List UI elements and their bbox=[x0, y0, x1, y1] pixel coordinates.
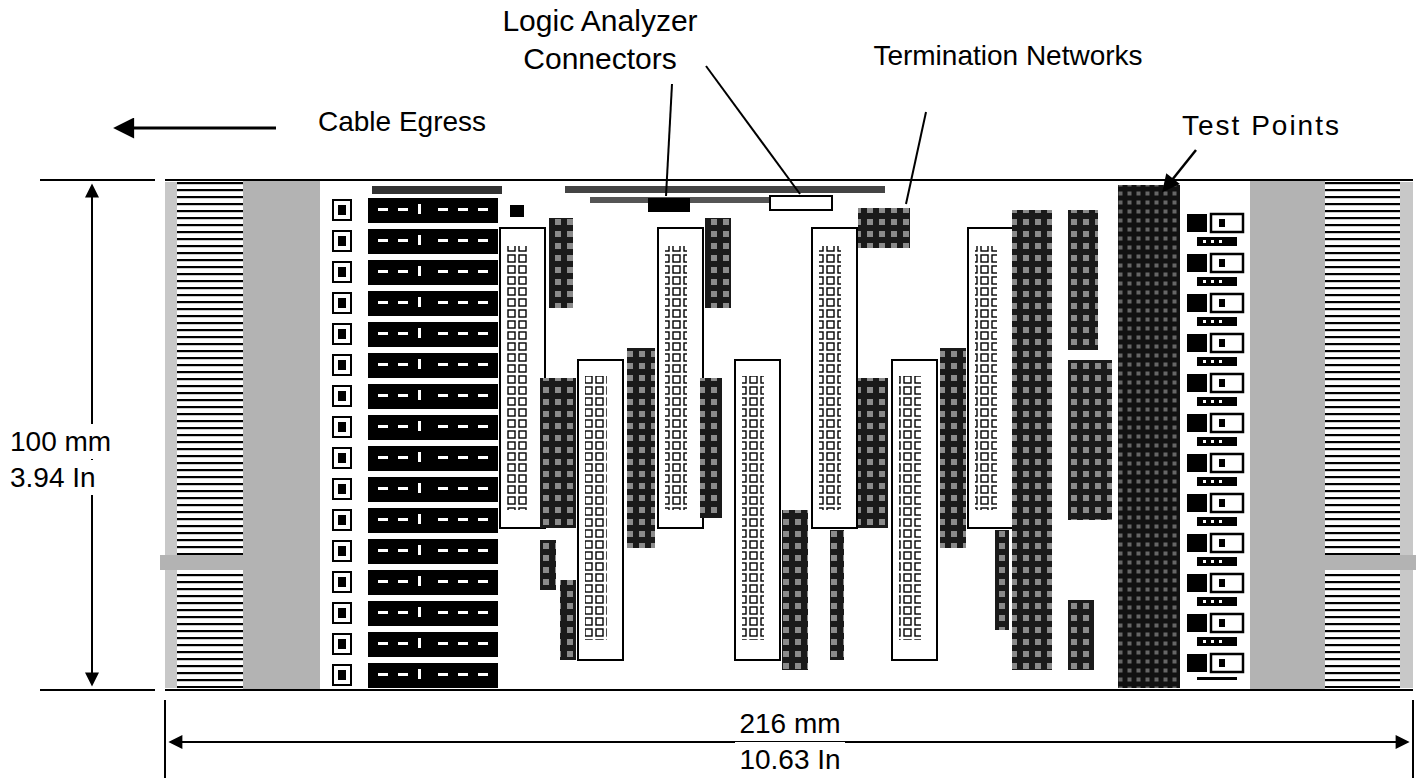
egress-arrow bbox=[132, 127, 276, 130]
pin-header bbox=[540, 208, 1112, 670]
silkscreen bbox=[372, 186, 502, 194]
cable-edge bbox=[1400, 182, 1413, 688]
stiffener-bar bbox=[1250, 180, 1325, 690]
callout-label: Test Points bbox=[1182, 108, 1341, 143]
connector-pad bbox=[648, 198, 690, 212]
cable-edge bbox=[165, 182, 177, 688]
arrow-label: Cable Egress bbox=[318, 104, 486, 139]
leader-line bbox=[906, 112, 926, 204]
connector-pad bbox=[770, 196, 832, 210]
resistor-pads bbox=[330, 195, 515, 691]
stiffener-bar bbox=[243, 180, 320, 690]
cable-stripe bbox=[160, 555, 320, 570]
leader-arrow bbox=[1172, 150, 1196, 180]
logic-analyzer-connector bbox=[500, 228, 1013, 660]
callout-label: Logic Analyzer Connectors bbox=[455, 2, 745, 77]
callout-label: Termination Networks bbox=[873, 38, 1143, 73]
silkscreen bbox=[565, 186, 885, 193]
leader-line bbox=[706, 66, 800, 194]
extension-line bbox=[40, 179, 155, 181]
dimension-label: 216 mm bbox=[735, 706, 844, 741]
dimension-label: 100 mm bbox=[6, 424, 115, 459]
extension-line bbox=[40, 689, 155, 691]
dimension-label: 10.63 In bbox=[735, 742, 844, 777]
extension-line bbox=[1412, 700, 1414, 778]
extension-line bbox=[164, 700, 166, 778]
test-point-array bbox=[1118, 185, 1180, 688]
dimension-label: 3.94 In bbox=[6, 460, 100, 495]
leader-line bbox=[666, 84, 672, 196]
cable-stripe bbox=[1325, 555, 1416, 570]
cable-end bbox=[1325, 182, 1413, 688]
test-point-pads bbox=[1185, 210, 1249, 680]
cable-end bbox=[165, 182, 243, 688]
